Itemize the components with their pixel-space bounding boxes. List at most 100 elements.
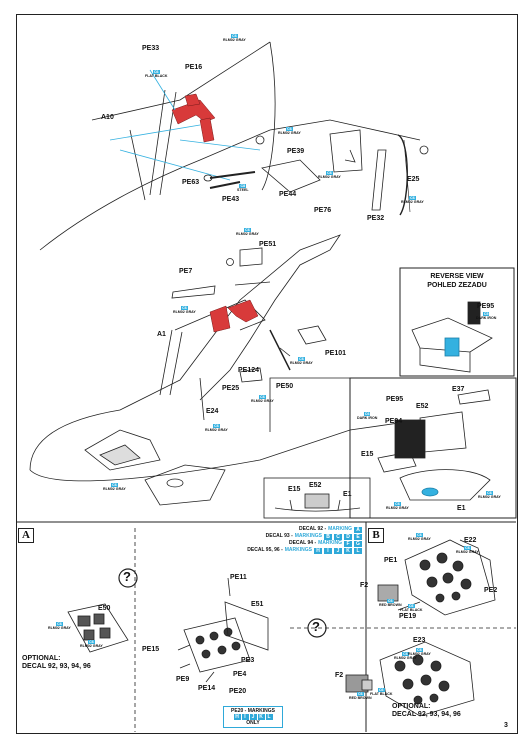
optional-b-line1: OPTIONAL: xyxy=(392,703,431,710)
optional-b-line2: DECAL 92, 93, 94, 96 xyxy=(392,711,461,718)
marking-letter: J xyxy=(334,547,342,554)
instrument-panel-a-left xyxy=(67,603,129,653)
label-f2: F2 xyxy=(360,582,369,589)
label-pe76: PE76 xyxy=(314,207,332,214)
label-pe51: PE51 xyxy=(259,241,277,248)
label-e15: E15 xyxy=(361,451,374,458)
label-pe14: PE14 xyxy=(198,685,216,692)
label-e1-inset: E1 xyxy=(343,491,352,498)
label-pe2: PE2 xyxy=(484,587,498,594)
label-pe43: PE43 xyxy=(222,196,240,203)
marking-letter: F xyxy=(344,540,352,547)
marking-word: MARKING xyxy=(318,540,342,546)
label-e51: E51 xyxy=(251,601,264,608)
decal-number: DECAL 92 - xyxy=(298,526,327,532)
decal-row-93: DECAL 93 - MARKINGS B C D E xyxy=(214,533,362,540)
marking-word: MARKING xyxy=(328,526,352,532)
decal-row-94: DECAL 94 - MARKING F G xyxy=(214,540,362,547)
marking-letter: D xyxy=(344,533,352,540)
decal-row-95-96: DECAL 95, 96 - MARKINGS H I J K L xyxy=(214,547,362,554)
instrument-panel-b-lower xyxy=(379,641,475,717)
label-pe44: PE44 xyxy=(279,191,297,198)
label-pe19: PE19 xyxy=(399,613,417,620)
label-pe32: PE32 xyxy=(367,215,385,222)
marking-letter: B xyxy=(324,533,332,540)
reverse-view-line2: POHLED ZEZADU xyxy=(427,282,487,289)
label-pe25: PE25 xyxy=(222,385,240,392)
label-pe95-reverse: PE95 xyxy=(477,303,495,310)
marking-letter: J xyxy=(249,714,257,720)
fuselage-a10-outline xyxy=(39,119,421,251)
label-e23: E23 xyxy=(413,637,426,644)
label-e24: E24 xyxy=(206,408,219,415)
page-number: 3 xyxy=(504,722,508,729)
marking-word: MARKINGS xyxy=(294,533,322,539)
optional-note-b: OPTIONAL: DECAL 92, 93, 94, 96 xyxy=(392,703,461,719)
pe20-note-only: ONLY xyxy=(246,720,260,726)
label-pe11: PE11 xyxy=(230,574,247,581)
marking-letter: K xyxy=(344,547,352,554)
label-e15-inset: E15 xyxy=(288,486,301,493)
label-pe50: PE50 xyxy=(276,383,294,390)
marking-letter: L xyxy=(354,547,362,554)
label-e50: E50 xyxy=(98,605,111,612)
label-pe39: PE39 xyxy=(287,148,305,155)
seat-red-part xyxy=(227,299,259,323)
optional-part-icon: ? xyxy=(312,619,320,634)
marking-letter: A xyxy=(354,526,362,533)
label-pe7: PE7 xyxy=(179,268,193,275)
decal-marking-table: DECAL 92 - MARKING A DECAL 93 - MARKINGS… xyxy=(214,526,362,554)
label-pe15: PE15 xyxy=(142,646,160,653)
reverse-view-title: REVERSE VIEW POHLED ZEZADU xyxy=(402,272,512,290)
label-e37: E37 xyxy=(452,386,465,393)
label-a1: A1 xyxy=(157,331,166,338)
optional-a-line1: OPTIONAL: xyxy=(22,655,61,662)
label-pe9: PE9 xyxy=(176,676,190,683)
label-e25: E25 xyxy=(407,176,420,183)
section-b-tag: B xyxy=(368,528,384,543)
fuselage-a1-outline xyxy=(29,234,342,471)
label-pe63: PE63 xyxy=(182,179,200,186)
decal-number: DECAL 95, 96 - xyxy=(247,547,283,553)
marking-letter: H xyxy=(233,714,241,720)
section-a-tag: A xyxy=(18,528,34,543)
decal-number: DECAL 93 - xyxy=(265,533,293,539)
label-pe4: PE4 xyxy=(233,671,247,678)
marking-letter: L xyxy=(265,714,273,720)
marking-letter: G xyxy=(354,540,362,547)
optional-part-icon: ? xyxy=(123,569,131,584)
label-e52-inset: E52 xyxy=(309,482,322,489)
label-pe16: PE16 xyxy=(185,64,203,71)
label-e52: E52 xyxy=(416,403,429,410)
instruction-page-frame xyxy=(16,14,518,734)
label-f2-b: F2 xyxy=(335,672,344,679)
instrument-panel-b-upper xyxy=(404,539,496,616)
optional-a-line2: DECAL 92, 93, 94, 96 xyxy=(22,663,91,670)
label-pe101: PE101 xyxy=(325,350,347,357)
label-pe20: PE20 xyxy=(229,688,247,695)
pe20-note-title: PE20 - MARKINGS xyxy=(231,708,275,714)
label-pe3: PE3 xyxy=(241,657,255,664)
decal-number: DECAL 94 - xyxy=(288,540,317,546)
reverse-view-line1: REVERSE VIEW xyxy=(430,273,484,280)
